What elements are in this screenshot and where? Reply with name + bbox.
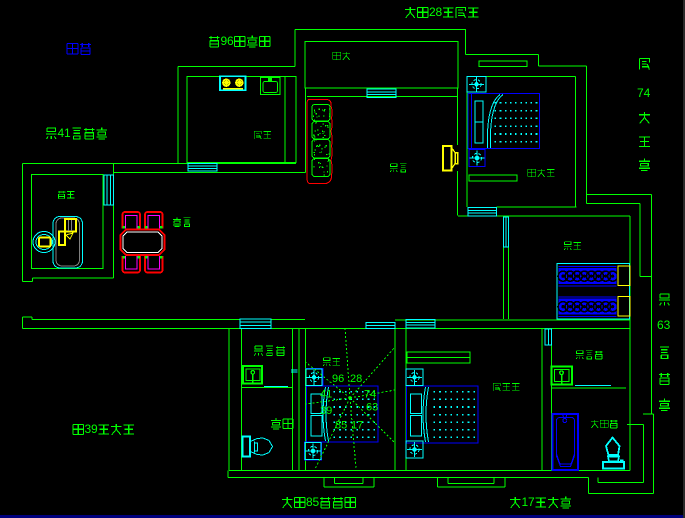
- svg-text:8: 8: [306, 495, 313, 509]
- svg-text:8: 8: [436, 5, 443, 19]
- svg-text:9: 9: [91, 422, 98, 436]
- svg-text:2: 2: [429, 5, 436, 19]
- svg-text:96: 96: [332, 373, 344, 385]
- svg-text:3: 3: [85, 422, 92, 436]
- svg-text:17: 17: [351, 420, 363, 432]
- svg-text:9: 9: [221, 34, 228, 48]
- svg-text:85: 85: [335, 420, 347, 432]
- svg-text:1: 1: [64, 126, 71, 140]
- svg-text:28: 28: [350, 373, 362, 385]
- svg-text:74: 74: [637, 86, 651, 100]
- svg-text:74: 74: [364, 389, 376, 401]
- svg-text:4: 4: [58, 126, 65, 140]
- svg-text:39: 39: [320, 405, 332, 417]
- svg-text:5: 5: [313, 495, 320, 509]
- svg-text:63: 63: [366, 402, 378, 414]
- svg-text:7: 7: [528, 495, 535, 509]
- svg-text:6: 6: [227, 34, 234, 48]
- svg-text:1: 1: [522, 495, 529, 509]
- svg-text:41: 41: [320, 389, 332, 401]
- svg-text:63: 63: [657, 318, 671, 332]
